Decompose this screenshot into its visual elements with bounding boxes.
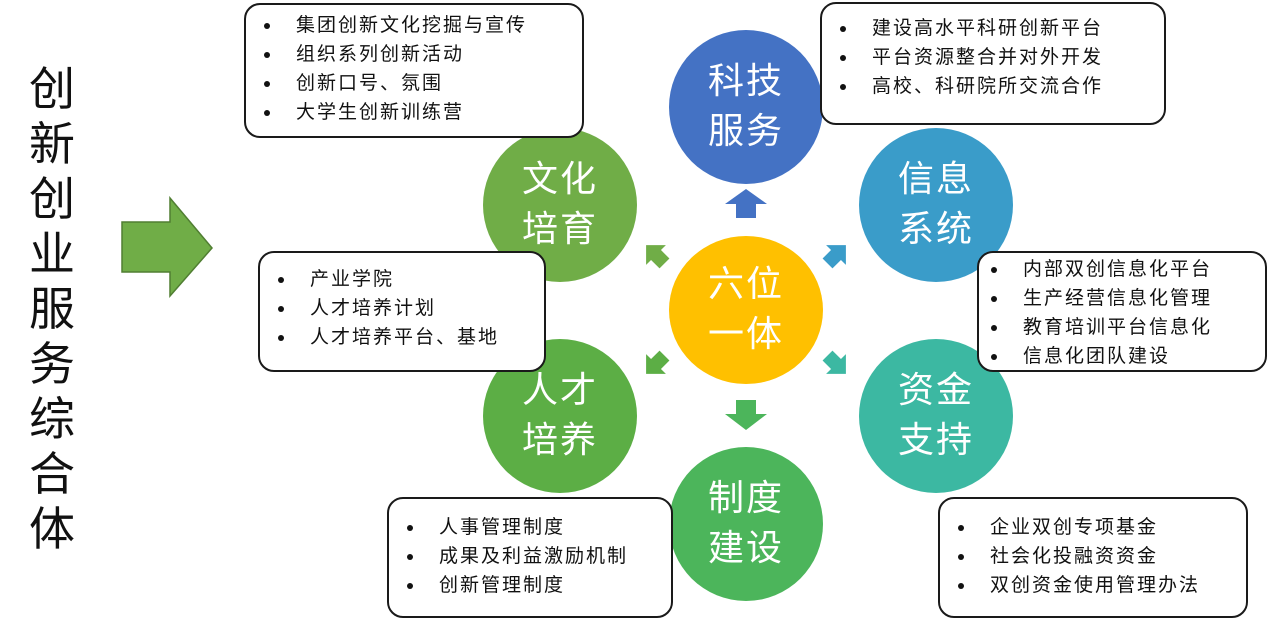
- node-label: 培育: [521, 209, 598, 250]
- list-item: 教育培训平台信息化: [1009, 313, 1257, 342]
- title-char: 业: [29, 227, 75, 281]
- list-item: 双创资金使用管理办法: [976, 571, 1232, 600]
- right-arrow-icon: [121, 196, 213, 298]
- list-item: 大学生创新训练营: [282, 98, 568, 127]
- node-culture-cultivation: 文化培育: [483, 128, 637, 282]
- node-system-building: 制度建设: [669, 447, 823, 601]
- list-item: 成果及利益激励机制: [425, 542, 657, 571]
- title-char: 综: [29, 392, 75, 446]
- talent-details-box: 产业学院 人才培养计划 人才培养平台、基地: [258, 251, 546, 372]
- node-label: 建设: [707, 528, 784, 569]
- arrow-up-left-icon: [646, 245, 670, 269]
- list-item: 人事管理制度: [425, 513, 657, 542]
- list-item: 建设高水平科研创新平台: [858, 14, 1150, 43]
- arrow-down-icon: [725, 400, 767, 430]
- title-char: 创: [29, 62, 75, 116]
- node-tech-service: 科技服务: [669, 30, 823, 184]
- title-char: 新: [29, 117, 75, 171]
- culture-details-box: 集团创新文化挖掘与宣传 组织系列创新活动 创新口号、氛围 大学生创新训练营: [244, 3, 584, 138]
- node-label: 文化: [521, 159, 598, 200]
- center-line2: 一体: [707, 314, 784, 355]
- node-label: 服务: [707, 111, 784, 152]
- list-item: 社会化投融资资金: [976, 542, 1232, 571]
- node-label: 资金: [897, 370, 974, 411]
- arrow-down-right-icon: [822, 350, 846, 374]
- list-item: 高校、科研院所交流合作: [858, 72, 1150, 101]
- list-item: 人才培养平台、基地: [296, 323, 530, 352]
- title-char: 务: [29, 337, 75, 391]
- list-item: 内部双创信息化平台: [1009, 255, 1257, 284]
- info-details-box: 内部双创信息化平台 生产经营信息化管理 教育培训平台信息化 信息化团队建设: [977, 251, 1267, 372]
- center-line1: 六位: [707, 264, 784, 305]
- system-details-box: 人事管理制度 成果及利益激励机制 创新管理制度: [387, 497, 673, 618]
- tech-details-box: 建设高水平科研创新平台 平台资源整合并对外开发 高校、科研院所交流合作: [820, 2, 1166, 125]
- node-label: 科技: [707, 61, 784, 102]
- title-char: 创: [29, 172, 75, 226]
- vertical-title: 创 新 创 业 服 务 综 合 体: [22, 62, 82, 557]
- list-item: 创新口号、氛围: [282, 69, 568, 98]
- list-item: 生产经营信息化管理: [1009, 284, 1257, 313]
- list-item: 创新管理制度: [425, 571, 657, 600]
- arrow-up-icon: [725, 189, 767, 218]
- node-label: 制度: [707, 478, 784, 519]
- node-label: 培养: [521, 420, 598, 461]
- arrow-up-right-icon: [822, 245, 846, 269]
- list-item: 组织系列创新活动: [282, 40, 568, 69]
- title-char: 服: [29, 282, 75, 336]
- list-item: 平台资源整合并对外开发: [858, 43, 1150, 72]
- center-circle: 六位一体: [669, 236, 823, 384]
- list-item: 集团创新文化挖掘与宣传: [282, 11, 568, 40]
- list-item: 人才培养计划: [296, 294, 530, 323]
- capital-details-box: 企业双创专项基金 社会化投融资资金 双创资金使用管理办法: [938, 497, 1248, 618]
- node-label: 信息: [897, 159, 974, 200]
- list-item: 信息化团队建设: [1009, 342, 1257, 371]
- arrow-down-left-icon: [646, 350, 670, 374]
- list-item: 企业双创专项基金: [976, 513, 1232, 542]
- title-char: 合: [29, 447, 75, 501]
- node-label: 系统: [897, 209, 974, 250]
- list-item: 产业学院: [296, 265, 530, 294]
- node-label: 人才: [521, 370, 598, 411]
- node-label: 支持: [897, 420, 974, 461]
- title-char: 体: [29, 502, 75, 556]
